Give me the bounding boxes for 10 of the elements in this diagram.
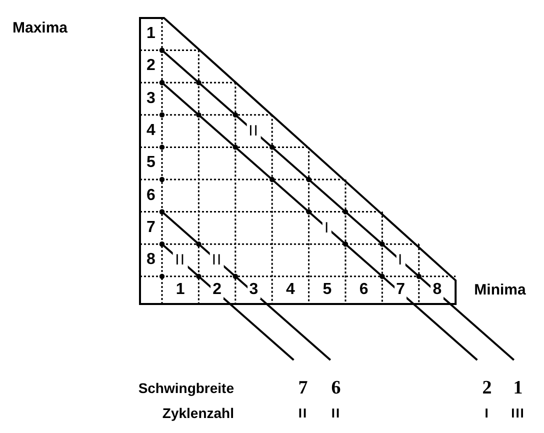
- column-number: 2: [210, 281, 224, 299]
- row-heading: Zyklenzahl: [160, 405, 236, 421]
- tally-mark: II: [246, 122, 261, 140]
- column-number: 8: [430, 281, 444, 299]
- column-number: 7: [394, 281, 407, 299]
- row-heading: Schwingbreite: [136, 380, 236, 396]
- tally-mark: I: [322, 219, 332, 236]
- tally-mark: II: [210, 252, 224, 269]
- tally-mark: II: [173, 252, 188, 269]
- column-number: 3: [247, 281, 260, 299]
